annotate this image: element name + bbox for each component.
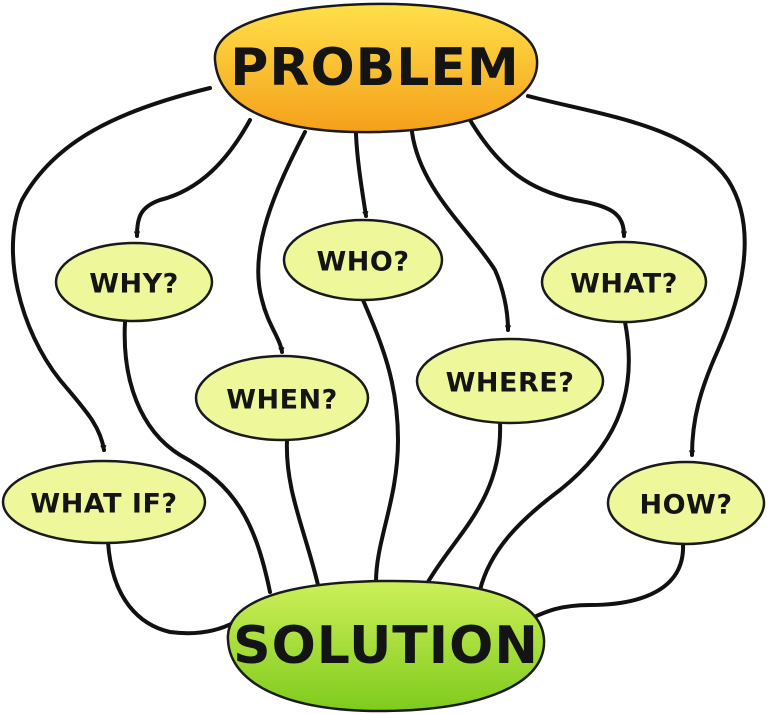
line-what-to-solution [478,320,631,592]
who-bubble [282,218,444,302]
line-who-to-solution [361,298,401,584]
arrow-problem-to-where [410,130,511,332]
what-node: WHAT? [540,240,708,324]
what-if-label: WHAT IF? [30,489,177,520]
how-bubble [606,460,766,546]
when-node: WHEN? [194,354,370,442]
solution-label: SOLUTION [233,616,539,676]
what-if-node: WHAT IF? [1,459,207,545]
problem-arrows [10,86,747,457]
who-label: WHO? [317,247,410,278]
line-how-to-solution [530,542,686,620]
where-bubble [415,337,605,425]
problem-bubble [213,2,539,134]
where-node: WHERE? [415,337,605,425]
why-label: WHY? [89,269,179,300]
what-bubble [540,240,708,324]
who-node: WHO? [282,218,444,302]
what-if-bubble [1,459,207,545]
line-what-if-to-solution [106,540,237,636]
line-where-to-solution [426,420,503,584]
arrow-problem-to-how [526,94,747,457]
why-node: WHY? [54,241,214,323]
solution-connectors [106,298,686,636]
arrow-problem-to-who [354,132,369,218]
when-label: WHEN? [226,385,338,416]
problem-node: PROBLEM [213,2,539,134]
arrow-problem-to-what [468,118,627,238]
line-when-to-solution [284,438,320,587]
solution-node: SOLUTION [226,579,546,713]
line-why-to-solution [122,320,272,594]
solution-bubble [226,579,546,713]
what-label: WHAT? [570,269,678,300]
why-bubble [54,241,214,323]
problem-label: PROBLEM [230,38,519,98]
where-label: WHERE? [446,368,575,399]
how-node: HOW? [606,460,766,546]
how-label: HOW? [640,490,733,521]
when-bubble [194,354,370,442]
arrow-problem-to-when [256,130,307,354]
arrow-problem-to-what-if [10,86,212,452]
arrow-problem-to-why [134,118,252,238]
